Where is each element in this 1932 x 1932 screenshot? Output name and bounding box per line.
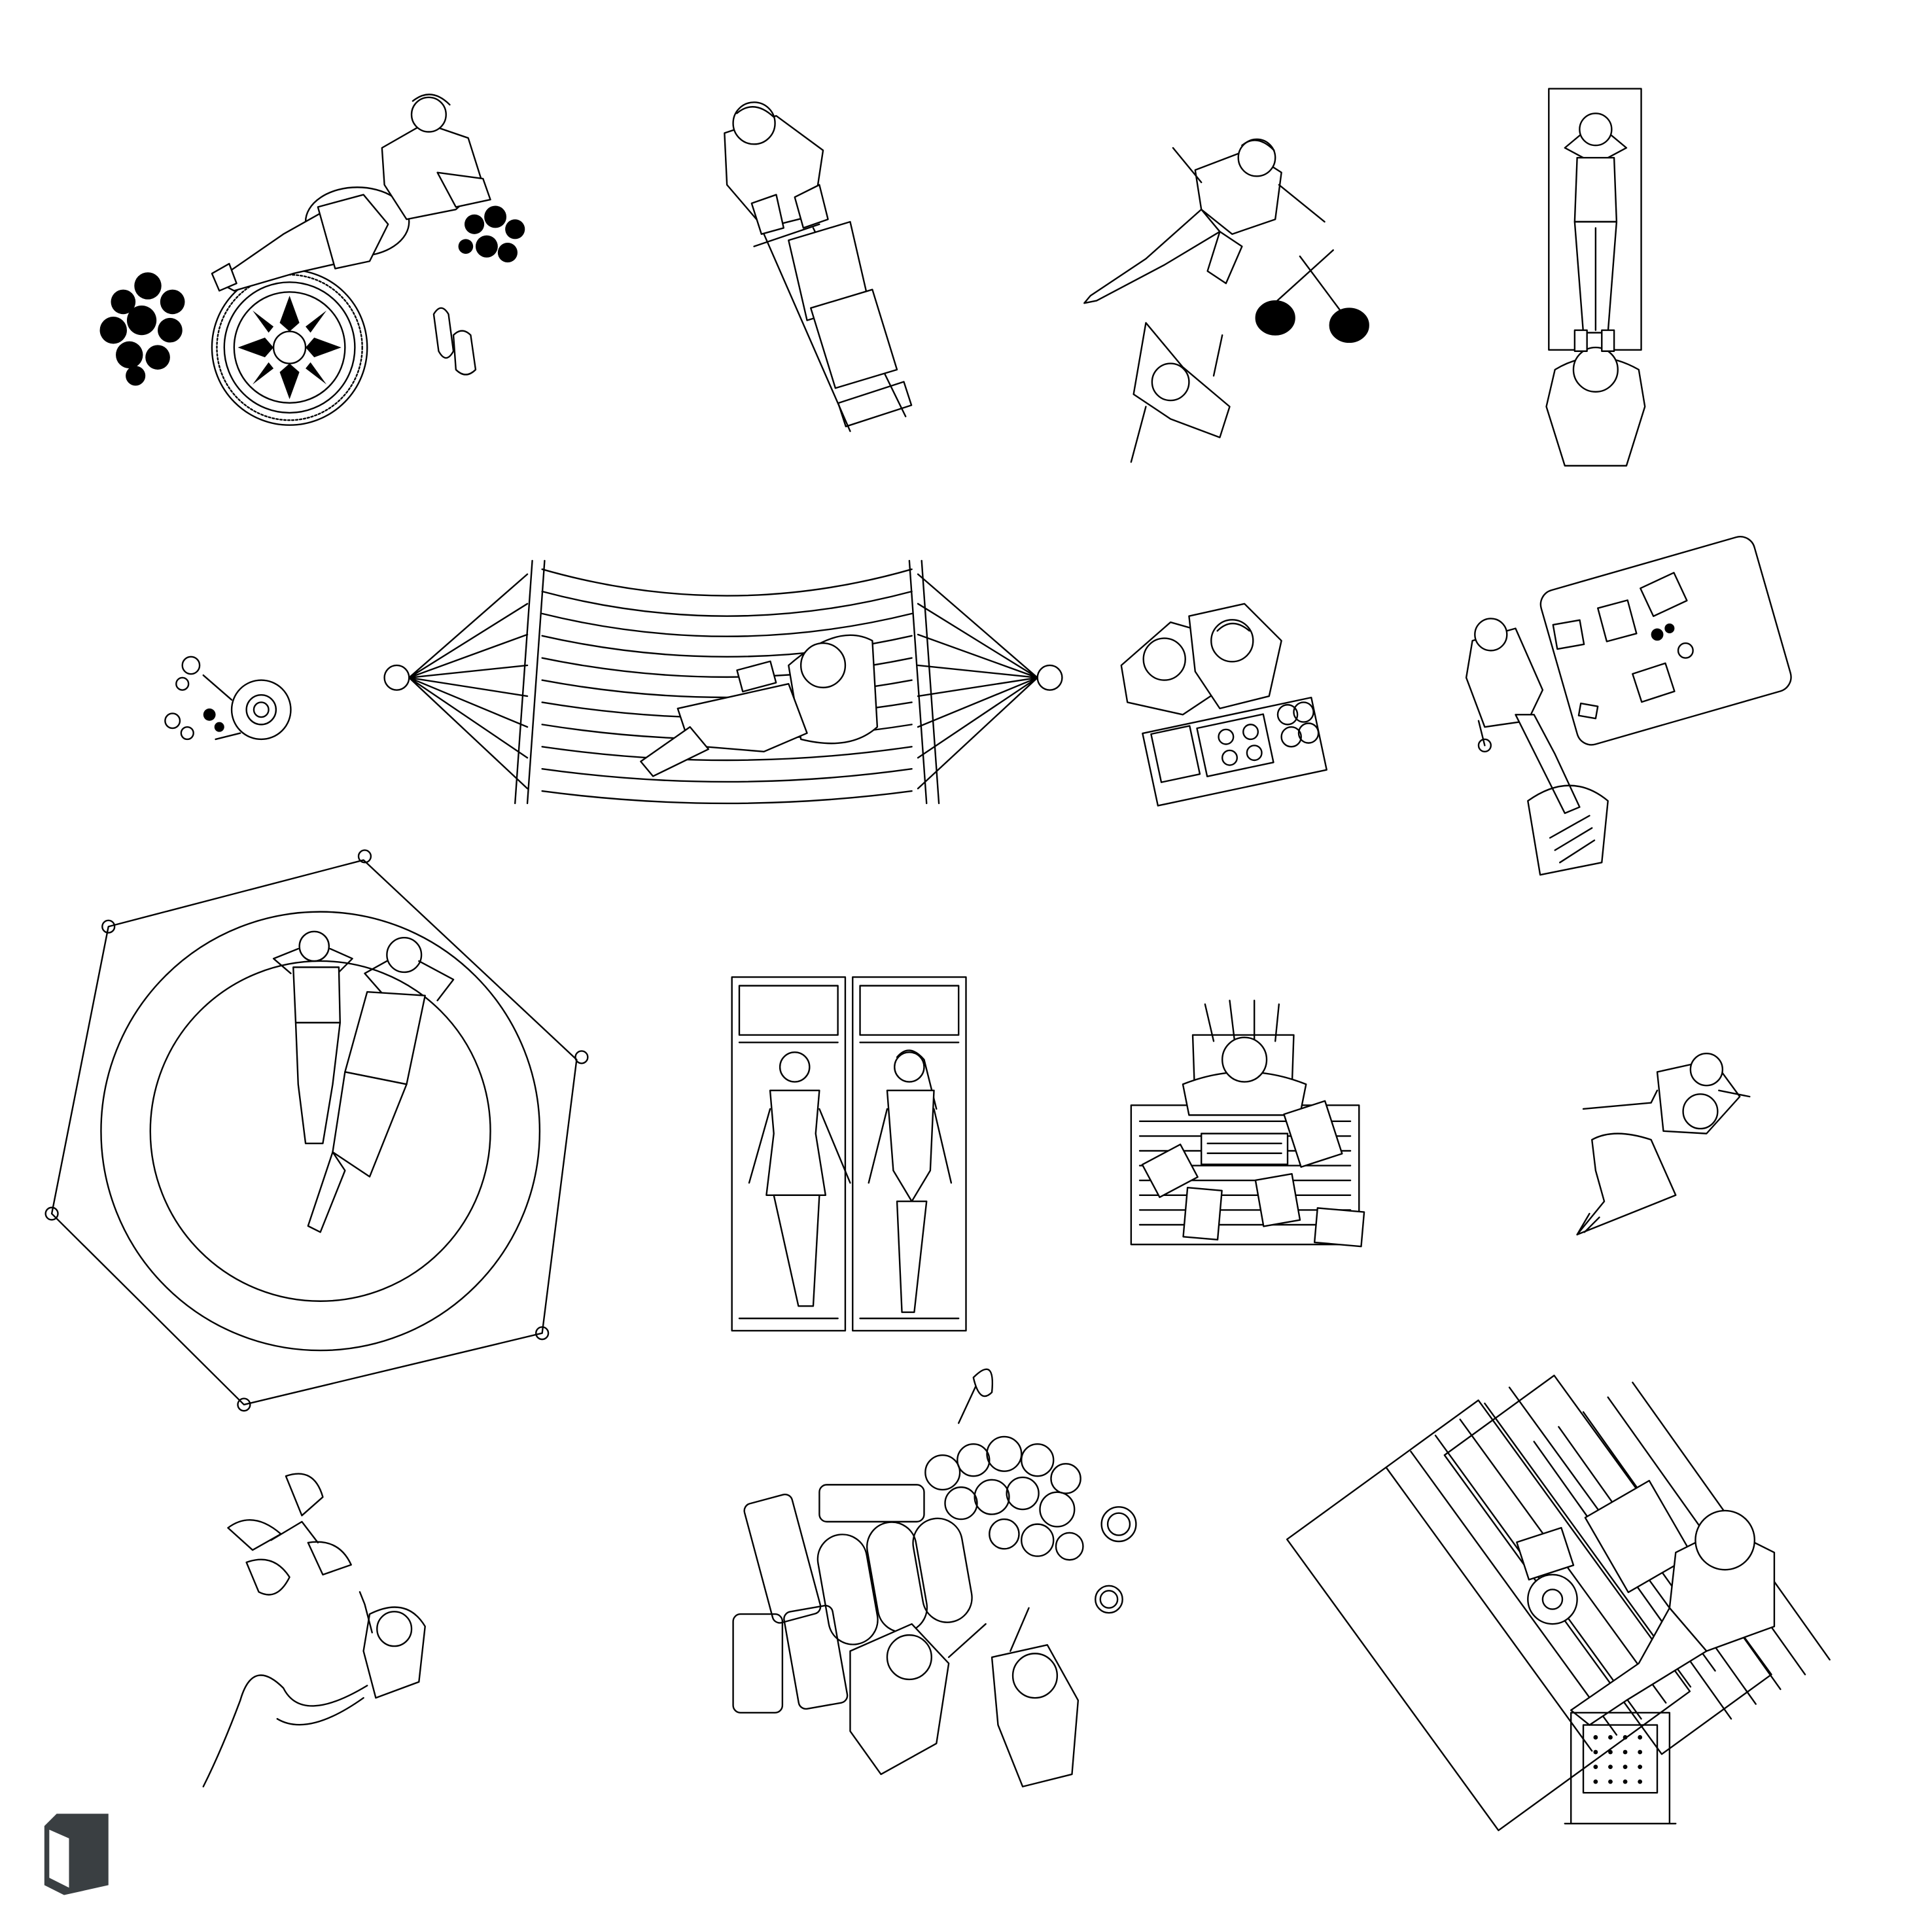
woman-on-rug-with-flowers [99,94,525,425]
shrub-icon [925,1437,1083,1560]
man-on-bench-deck [1287,1375,1830,1830]
badminton-players [1084,139,1369,462]
flower-icon [165,657,224,739]
couple-at-picnic-tray [1121,604,1327,806]
person-at-typewriter [1131,1000,1364,1246]
woman-on-yoga-mat [1547,89,1645,466]
racket-icon [1256,250,1333,335]
women-on-sunloungers [732,977,966,1331]
child-with-flowers [165,657,290,739]
brand-logo-icon [44,1814,109,1895]
potted-flowers-icon [458,205,525,263]
women-at-picnic-with-food [733,1369,1136,1787]
flower-bush-icon [99,272,185,386]
person-watering-plant [203,1474,425,1787]
racket-icon [1300,256,1369,343]
flip-flops-icon [434,308,476,375]
couple-on-trampoline [46,850,588,1411]
woman-in-hammock [385,561,1063,803]
person-hugging-dog [1577,1053,1750,1235]
woman-with-garden-chair [1466,533,1795,875]
man-pushing-lawn-mower [724,102,911,431]
